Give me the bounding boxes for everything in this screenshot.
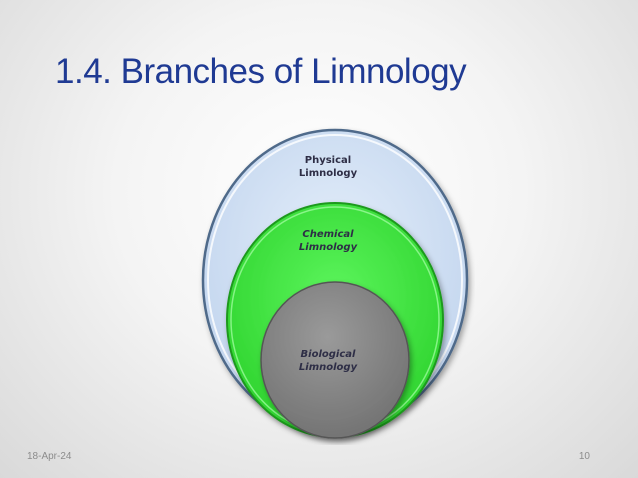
- physical-label-line1: Physical: [305, 155, 351, 166]
- footer-date: 18-Apr-24: [27, 451, 72, 462]
- nested-circles-diagram: Physical Limnology Chemical Limnology Bi…: [201, 128, 469, 439]
- biological-label-line2: Limnology: [299, 362, 358, 373]
- chemical-label-line1: Chemical: [302, 229, 354, 240]
- chemical-label-line2: Limnology: [299, 242, 358, 253]
- page-number: 10: [578, 451, 590, 462]
- biological-label-line1: Biological: [301, 349, 356, 360]
- physical-label-line2: Limnology: [299, 168, 358, 179]
- slide-title: 1.4. Branches of Limnology: [55, 52, 467, 91]
- biological-limnology-circle: [260, 281, 410, 439]
